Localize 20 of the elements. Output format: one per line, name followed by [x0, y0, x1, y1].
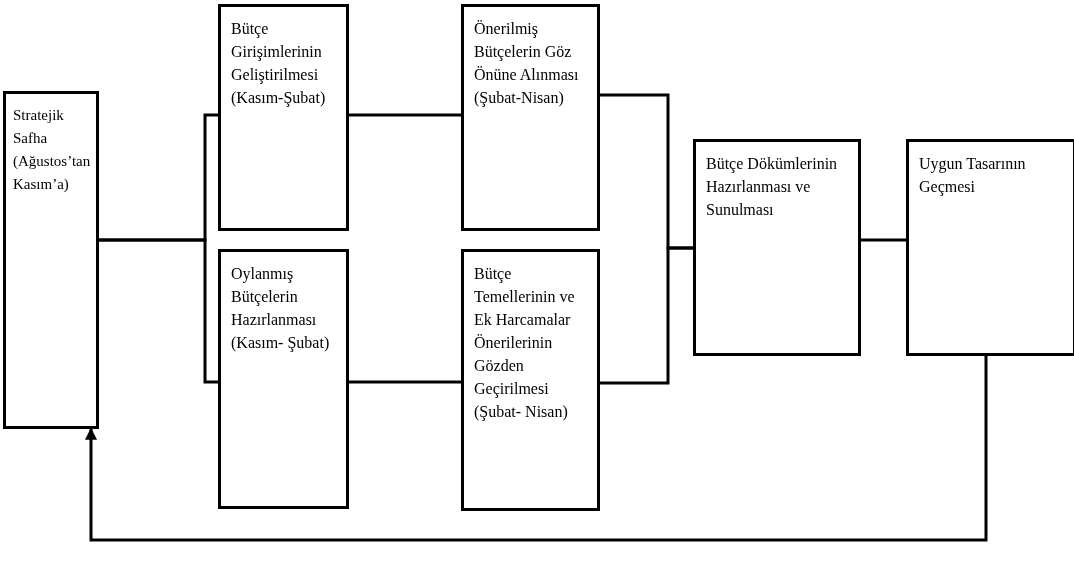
process-box [218, 4, 349, 231]
process-box [461, 249, 600, 511]
box-text: Önerilmiş Bütçelerin Göz Önüne Alınması (Şubat-Nisan) [474, 19, 580, 109]
process-box [693, 139, 861, 356]
process-box [461, 4, 600, 231]
connector-line [99, 238, 218, 384]
connector-line [600, 246, 693, 385]
box-text: Uygun Tasarının Geçmesi [919, 154, 1027, 198]
process-box [218, 249, 349, 509]
connector-line [861, 238, 906, 242]
box-text: Bütçe Dökümlerinin Hazırlanması ve Sunulması [706, 154, 839, 220]
box-text: Stratejik Safha (Ağustos’tan Kasım’a) [13, 106, 92, 194]
arrow [85, 356, 988, 542]
box-text: Bütçe Temellerinin ve Ek Harcamalar Önerilerinin Gözden Geçirilmesi (Şubat- Nisan) [474, 264, 576, 423]
process-box [3, 91, 99, 429]
connector-line [349, 380, 461, 384]
process-box [906, 139, 1074, 356]
box-text: Bütçe Girişimlerinin Geliştirilmesi (Kasım-Şubat) [231, 19, 327, 109]
connector-line [349, 113, 461, 117]
box-text: Oylanmış Bütçelerin Hazırlanması (Kasım- Şubat) [231, 264, 331, 354]
